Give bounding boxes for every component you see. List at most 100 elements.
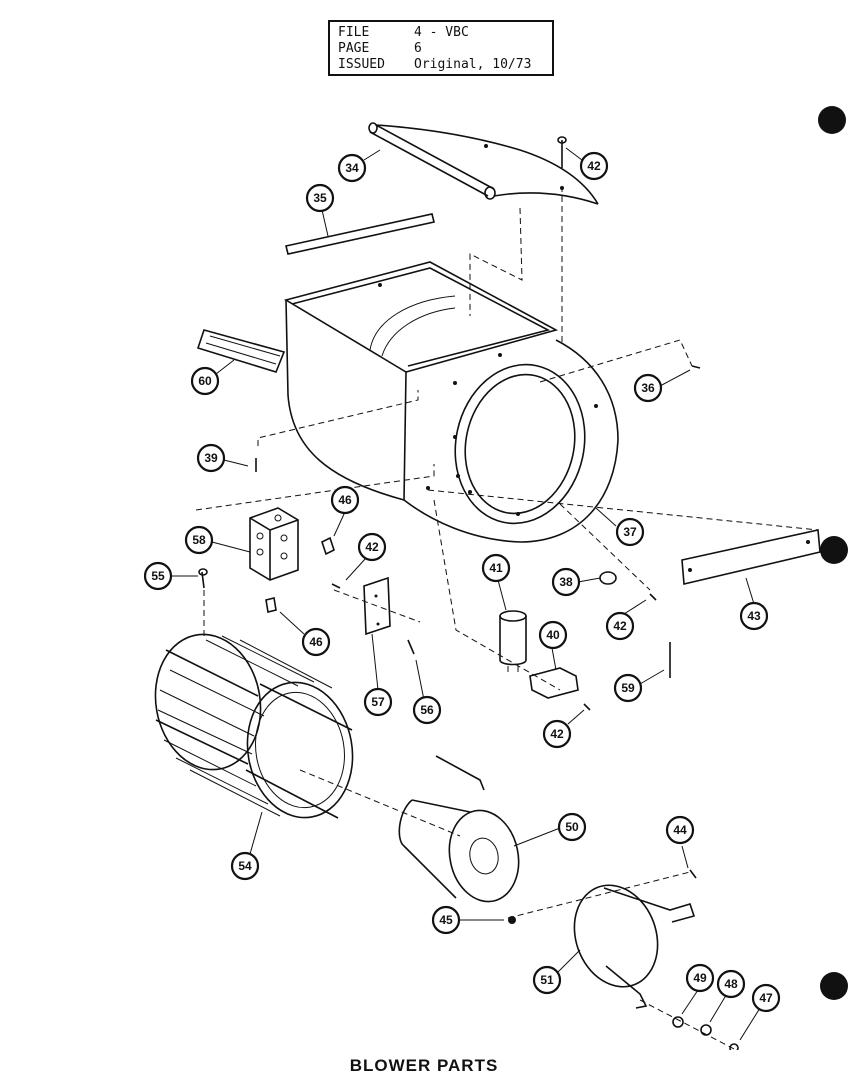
callout-44: 44 — [665, 815, 695, 845]
screw-wheel — [198, 568, 208, 589]
part-junction-box — [249, 507, 299, 581]
part-cover-plate — [363, 576, 391, 636]
page-title: BLOWER PARTS — [349, 1056, 499, 1075]
svg-text:50: 50 — [565, 820, 579, 834]
callout-50: 50 — [557, 812, 587, 842]
svg-text:42: 42 — [365, 540, 379, 554]
exploded-parts-diagram: 34 42 35 60 36 39 37 46 58 42 55 46 41 3… — [143, 106, 848, 1050]
callout-54: 54 — [230, 851, 260, 881]
callout-36: 36 — [633, 373, 663, 403]
callout-38: 38 — [551, 567, 581, 597]
svg-text:55: 55 — [151, 569, 165, 583]
callout-41: 41 — [481, 553, 511, 583]
svg-text:56: 56 — [420, 703, 434, 717]
callout-43: 43 — [739, 601, 769, 631]
svg-text:54: 54 — [238, 859, 252, 873]
part-blower-housing — [283, 144, 619, 543]
part-capacitor-strap — [529, 667, 579, 699]
svg-text:39: 39 — [204, 451, 218, 465]
svg-text:58: 58 — [192, 533, 206, 547]
part-wire-connector — [265, 536, 335, 613]
svg-text:45: 45 — [439, 913, 453, 927]
part-grommet — [599, 571, 617, 585]
callout-57: 57 — [363, 687, 393, 717]
callout-60: 60 — [190, 366, 220, 396]
file-value: 4 - VBC — [414, 25, 469, 40]
file-label: FILE — [338, 25, 370, 40]
callout-46-top: 46 — [330, 485, 360, 515]
svg-text:46: 46 — [338, 493, 352, 507]
svg-text:57: 57 — [371, 695, 385, 709]
callout-59: 59 — [613, 673, 643, 703]
callout-46-bottom: 46 — [301, 627, 331, 657]
callout-42-strap: 42 — [542, 719, 572, 749]
assembly-lines — [195, 186, 819, 1050]
callout-48: 48 — [716, 969, 746, 999]
svg-text:42: 42 — [550, 727, 564, 741]
svg-text:35: 35 — [313, 191, 327, 205]
header-file-row: FILE 4 - VBC — [338, 25, 544, 41]
callout-34: 34 — [337, 153, 367, 183]
callout-51: 51 — [532, 965, 562, 995]
callout-35: 35 — [305, 183, 335, 213]
part-motor-mount — [573, 884, 696, 1009]
callout-42-box: 42 — [357, 532, 387, 562]
page-label: PAGE — [338, 41, 370, 56]
part-blower-wheel — [154, 633, 354, 819]
header-issued-row: ISSUED Original, 10/73 — [338, 57, 544, 73]
part-45 — [508, 916, 516, 924]
svg-text:42: 42 — [587, 159, 601, 173]
callout-55: 55 — [143, 561, 173, 591]
screw-box — [331, 583, 341, 589]
part-motor — [398, 755, 520, 903]
callout-56: 56 — [412, 695, 442, 725]
svg-text:49: 49 — [693, 971, 707, 985]
svg-text:36: 36 — [641, 381, 655, 395]
screw-top — [557, 136, 567, 168]
callout-42-top: 42 — [579, 151, 609, 181]
callout-45: 45 — [431, 905, 461, 935]
callout-42-right: 42 — [605, 611, 635, 641]
part-washer-49 — [672, 1016, 684, 1028]
binder-hole-middle — [820, 536, 848, 564]
screw-44 — [689, 869, 697, 879]
part-cutoff-strip — [285, 213, 435, 255]
part-gasket-strip — [196, 329, 286, 373]
svg-text:43: 43 — [747, 609, 761, 623]
binder-hole-top — [818, 106, 846, 134]
svg-text:40: 40 — [546, 628, 560, 642]
callout-58: 58 — [184, 525, 214, 555]
header-page-row: PAGE 6 — [338, 41, 544, 57]
svg-text:38: 38 — [559, 575, 573, 589]
screw-strap — [583, 703, 591, 711]
page-value: 6 — [414, 41, 422, 56]
svg-text:51: 51 — [540, 973, 554, 987]
callout-37: 37 — [615, 517, 645, 547]
part-mounting-bar — [681, 529, 821, 585]
svg-text:41: 41 — [489, 561, 503, 575]
svg-text:44: 44 — [673, 823, 687, 837]
callout-40: 40 — [538, 620, 568, 650]
issued-label: ISSUED — [338, 57, 385, 72]
callout-49: 49 — [685, 963, 715, 993]
svg-text:59: 59 — [621, 681, 635, 695]
screw-right — [649, 593, 657, 601]
svg-text:60: 60 — [198, 374, 212, 388]
callout-39: 39 — [196, 443, 226, 473]
svg-text:48: 48 — [724, 977, 738, 991]
part-nut-47 — [729, 1043, 739, 1050]
callout-leaders — [170, 147, 761, 1041]
svg-text:47: 47 — [759, 991, 773, 1005]
callout-47: 47 — [751, 983, 781, 1013]
part-capacitor — [499, 610, 527, 672]
issued-value: Original, 10/73 — [414, 57, 532, 72]
svg-text:34: 34 — [345, 161, 359, 175]
part-washer-48 — [700, 1024, 712, 1036]
document-header-box: FILE 4 - VBC PAGE 6 ISSUED Original, 10/… — [328, 20, 554, 76]
svg-text:37: 37 — [623, 525, 637, 539]
part-scroll-cover — [368, 122, 599, 205]
screw-36 — [691, 365, 701, 369]
svg-text:42: 42 — [613, 619, 627, 633]
binder-hole-bottom — [820, 972, 848, 1000]
svg-text:46: 46 — [309, 635, 323, 649]
